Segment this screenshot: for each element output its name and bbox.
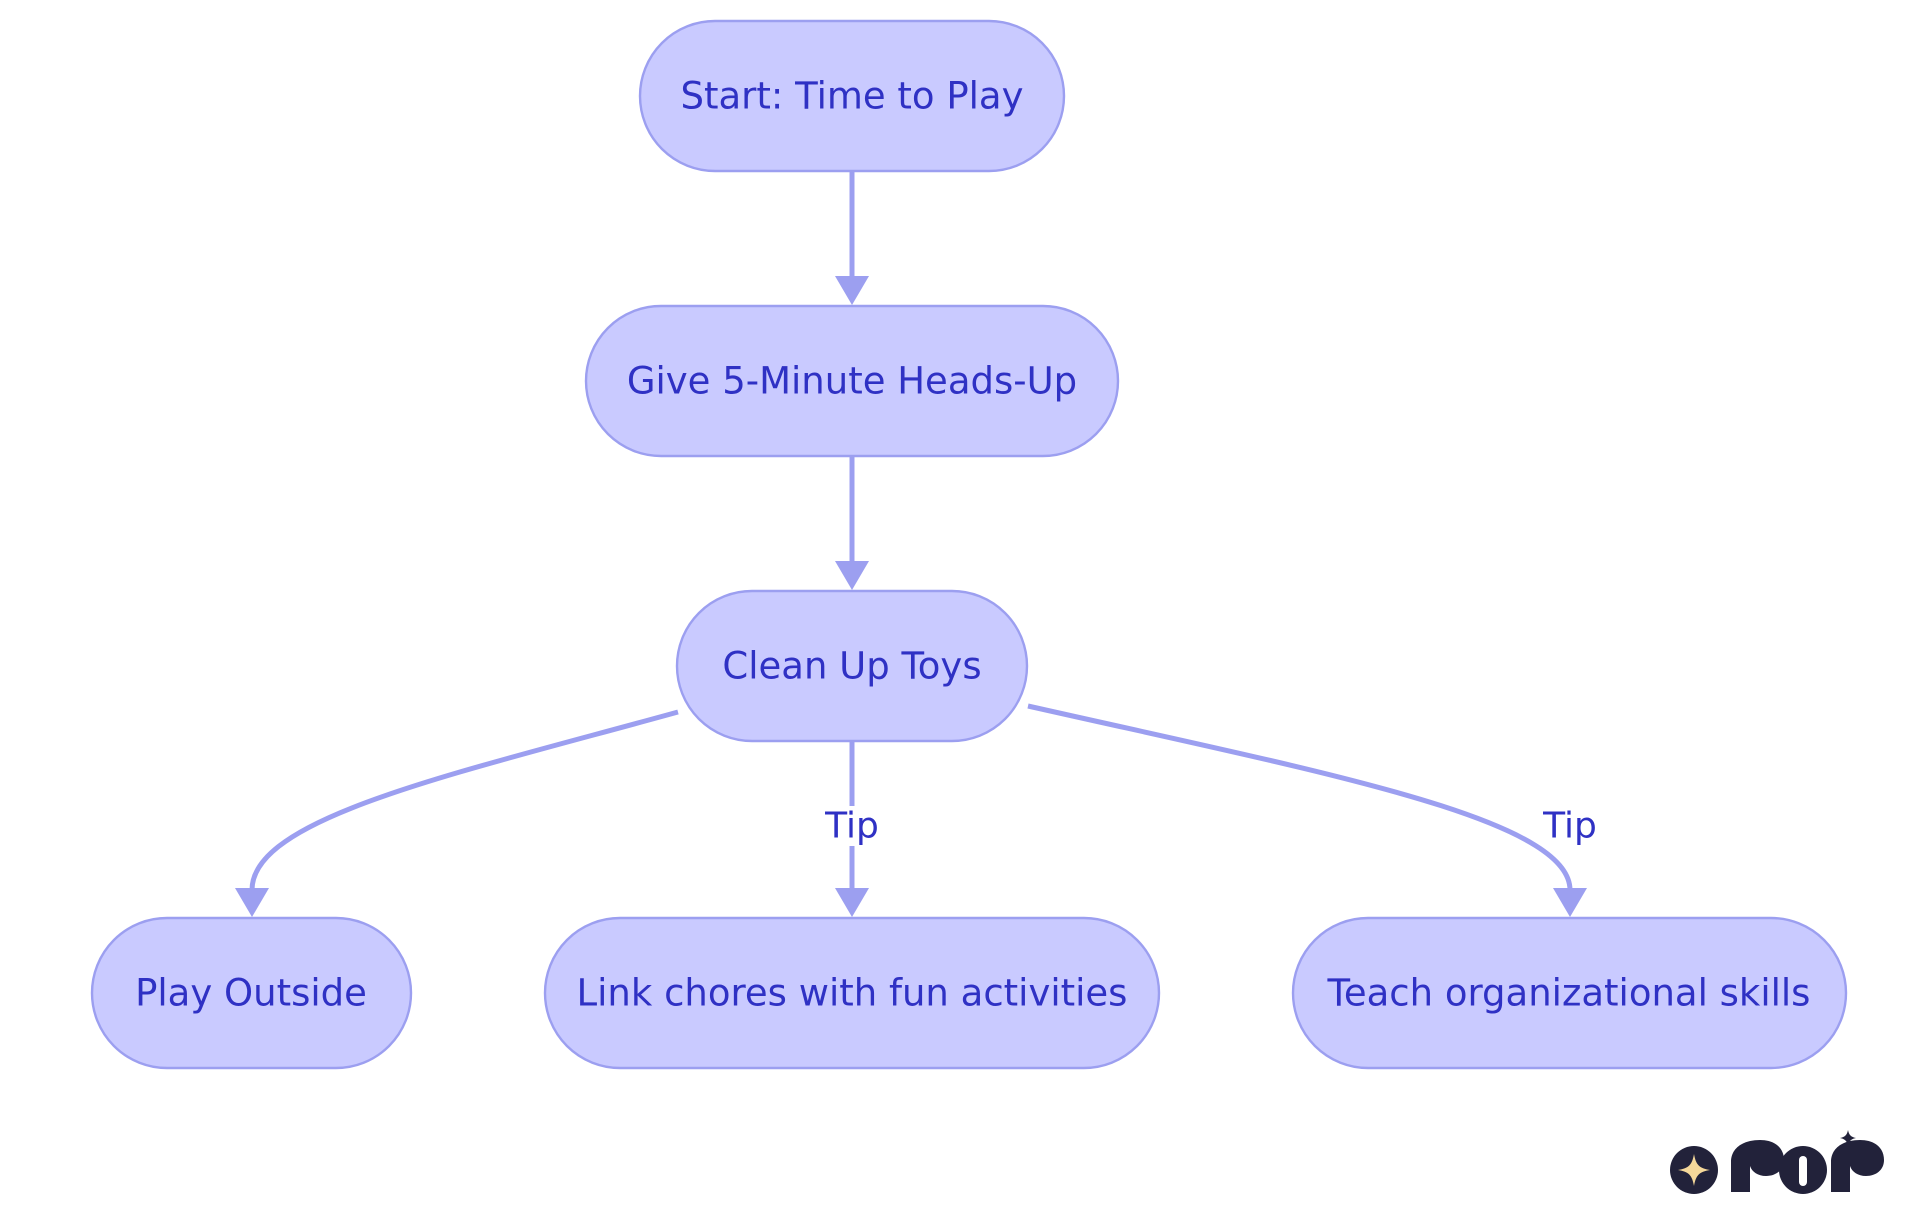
node-play-outside-shape (90, 916, 413, 1070)
edge-label-bg-teach-skills (1544, 806, 1596, 846)
edge-label-link-chores: Tip (824, 806, 879, 847)
rori-logo (1670, 1130, 1884, 1194)
node-clean-up-label: Clean Up Toys (722, 645, 981, 688)
node-teach-skills-shape (1291, 916, 1848, 1070)
edge-label-bg-link-chores (826, 806, 878, 846)
arrowhead-clean-up-to-play-outside (235, 888, 269, 917)
node-link-chores-shape (543, 916, 1161, 1070)
arrowhead-clean-up-to-link-chores (835, 888, 869, 917)
node-start: Start: Time to Play (638, 19, 1066, 173)
arrowhead-clean-up-to-teach-skills (1553, 888, 1587, 917)
edge-clean-up-to-play-outside (249, 709, 679, 891)
node-heads-up-label: Give 5-Minute Heads-Up (627, 360, 1077, 403)
node-start-label: Start: Time to Play (681, 75, 1024, 118)
node-heads-up: Give 5-Minute Heads-Up (584, 304, 1120, 458)
node-link-chores: Link chores with fun activities (543, 916, 1161, 1070)
node-play-outside: Play Outside (90, 916, 413, 1070)
sparkle-icon (1678, 1154, 1710, 1186)
node-clean-up-shape (675, 589, 1029, 743)
node-teach-skills: Teach organizational skills (1291, 916, 1848, 1070)
node-start-shape (638, 19, 1066, 173)
arrowhead-start-to-heads-up (835, 276, 869, 305)
nodes-layer: Start: Time to Play Give 5-Minute Heads-… (90, 19, 1848, 1070)
arrowhead-heads-up-to-clean-up (835, 561, 869, 590)
node-link-chores-label: Link chores with fun activities (577, 972, 1128, 1015)
edge-clean-up-to-teach-skills (1027, 703, 1573, 891)
node-heads-up-shape (584, 304, 1120, 458)
logo-letter-r2 (1831, 1140, 1884, 1192)
edge-label-teach-skills: Tip (1542, 806, 1597, 847)
node-clean-up: Clean Up Toys (675, 589, 1029, 743)
logo-letter-r (1731, 1140, 1784, 1192)
edges-layer: Tip Tip (235, 172, 1597, 917)
logo-sparkle-small-icon (1840, 1130, 1856, 1146)
node-play-outside-label: Play Outside (135, 972, 367, 1015)
logo-letter-o-counter (1799, 1156, 1807, 1186)
node-teach-skills-label: Teach organizational skills (1327, 972, 1811, 1015)
